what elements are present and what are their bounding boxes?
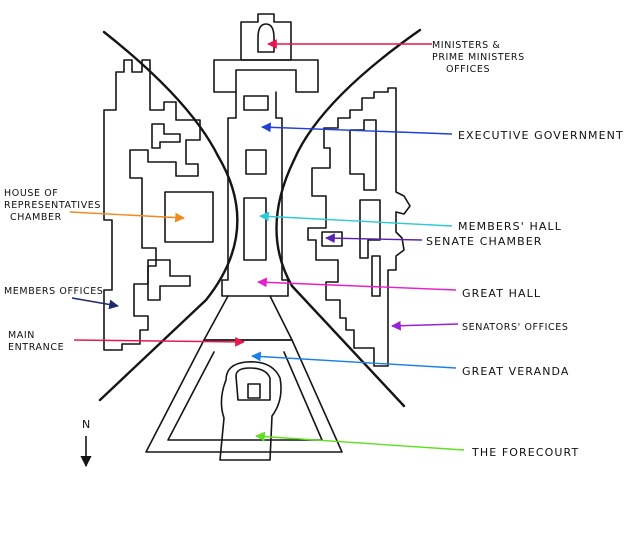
left-inner-court xyxy=(151,123,181,149)
label-great-veranda: GREAT VERANDA xyxy=(462,365,570,378)
north-indicator: N xyxy=(80,418,92,468)
arrow-forecourt xyxy=(255,431,465,451)
label-house-line1: HOUSE OF xyxy=(4,188,58,199)
building-outline xyxy=(103,13,411,461)
ministers-tower-oval xyxy=(257,23,275,53)
members-hall-room xyxy=(243,197,267,261)
executive-room xyxy=(243,95,269,111)
label-members-hall: MEMBERS' HALL xyxy=(458,220,562,233)
curve-left-middle xyxy=(98,154,239,402)
forecourt-oval xyxy=(219,361,282,461)
veranda-block xyxy=(247,383,261,399)
label-great-hall: GREAT HALL xyxy=(462,287,541,300)
arrow-great-hall xyxy=(257,277,457,291)
left-wing xyxy=(103,59,201,351)
north-label: N xyxy=(82,418,91,431)
label-main-line2: ENTRANCE xyxy=(8,342,64,353)
forecourt-inner xyxy=(167,351,323,441)
label-house-line2: REPRESENTATIVES xyxy=(4,200,101,211)
sweeping-curves xyxy=(98,28,422,408)
curve-right-middle xyxy=(275,158,406,408)
upper-connector xyxy=(213,59,319,93)
arrow-house xyxy=(69,211,185,223)
right-inner-court-lower xyxy=(359,199,381,259)
arrow-executive xyxy=(261,122,453,135)
label-forecourt: THE FORECOURT xyxy=(471,446,579,459)
right-inner-court xyxy=(349,119,377,191)
label-senators-offices: SENATORS' OFFICES xyxy=(462,322,569,333)
senate-chamber-room xyxy=(321,231,343,247)
arrow-great-veranda xyxy=(251,351,457,369)
spine-room-upper xyxy=(245,149,267,175)
arrow-senators-offices xyxy=(391,320,459,331)
veranda-inner xyxy=(235,367,271,401)
label-house-line3: CHAMBER xyxy=(10,212,62,223)
arrow-senate xyxy=(325,233,423,244)
right-small-room xyxy=(371,255,381,297)
label-ministers-line3: OFFICES xyxy=(446,64,490,75)
ministers-tower xyxy=(240,13,292,61)
right-wing xyxy=(307,87,411,367)
arrow-members-hall xyxy=(259,211,453,227)
curve-left-upper xyxy=(102,30,220,158)
arrow-main-entrance xyxy=(73,336,245,347)
label-ministers-line1: MINISTERS & xyxy=(432,40,500,51)
label-ministers-line2: PRIME MINISTERS xyxy=(432,52,525,63)
pointer-arrows xyxy=(69,39,465,451)
left-inner-court-lower xyxy=(147,259,191,301)
central-spine xyxy=(221,91,289,297)
forecourt-outline xyxy=(145,339,343,453)
label-senate-chamber: SENATE CHAMBER xyxy=(426,235,543,248)
great-hall-block xyxy=(203,295,293,341)
label-executive: EXECUTIVE GOVERNMENT xyxy=(458,129,624,142)
label-main-line1: MAIN xyxy=(8,330,35,341)
label-members-offices: MEMBERS OFFICES xyxy=(4,286,103,297)
labels: MINISTERS & PRIME MINISTERS OFFICES EXEC… xyxy=(4,40,624,459)
curve-right-upper xyxy=(292,28,422,162)
arrow-members-offices xyxy=(71,297,119,310)
